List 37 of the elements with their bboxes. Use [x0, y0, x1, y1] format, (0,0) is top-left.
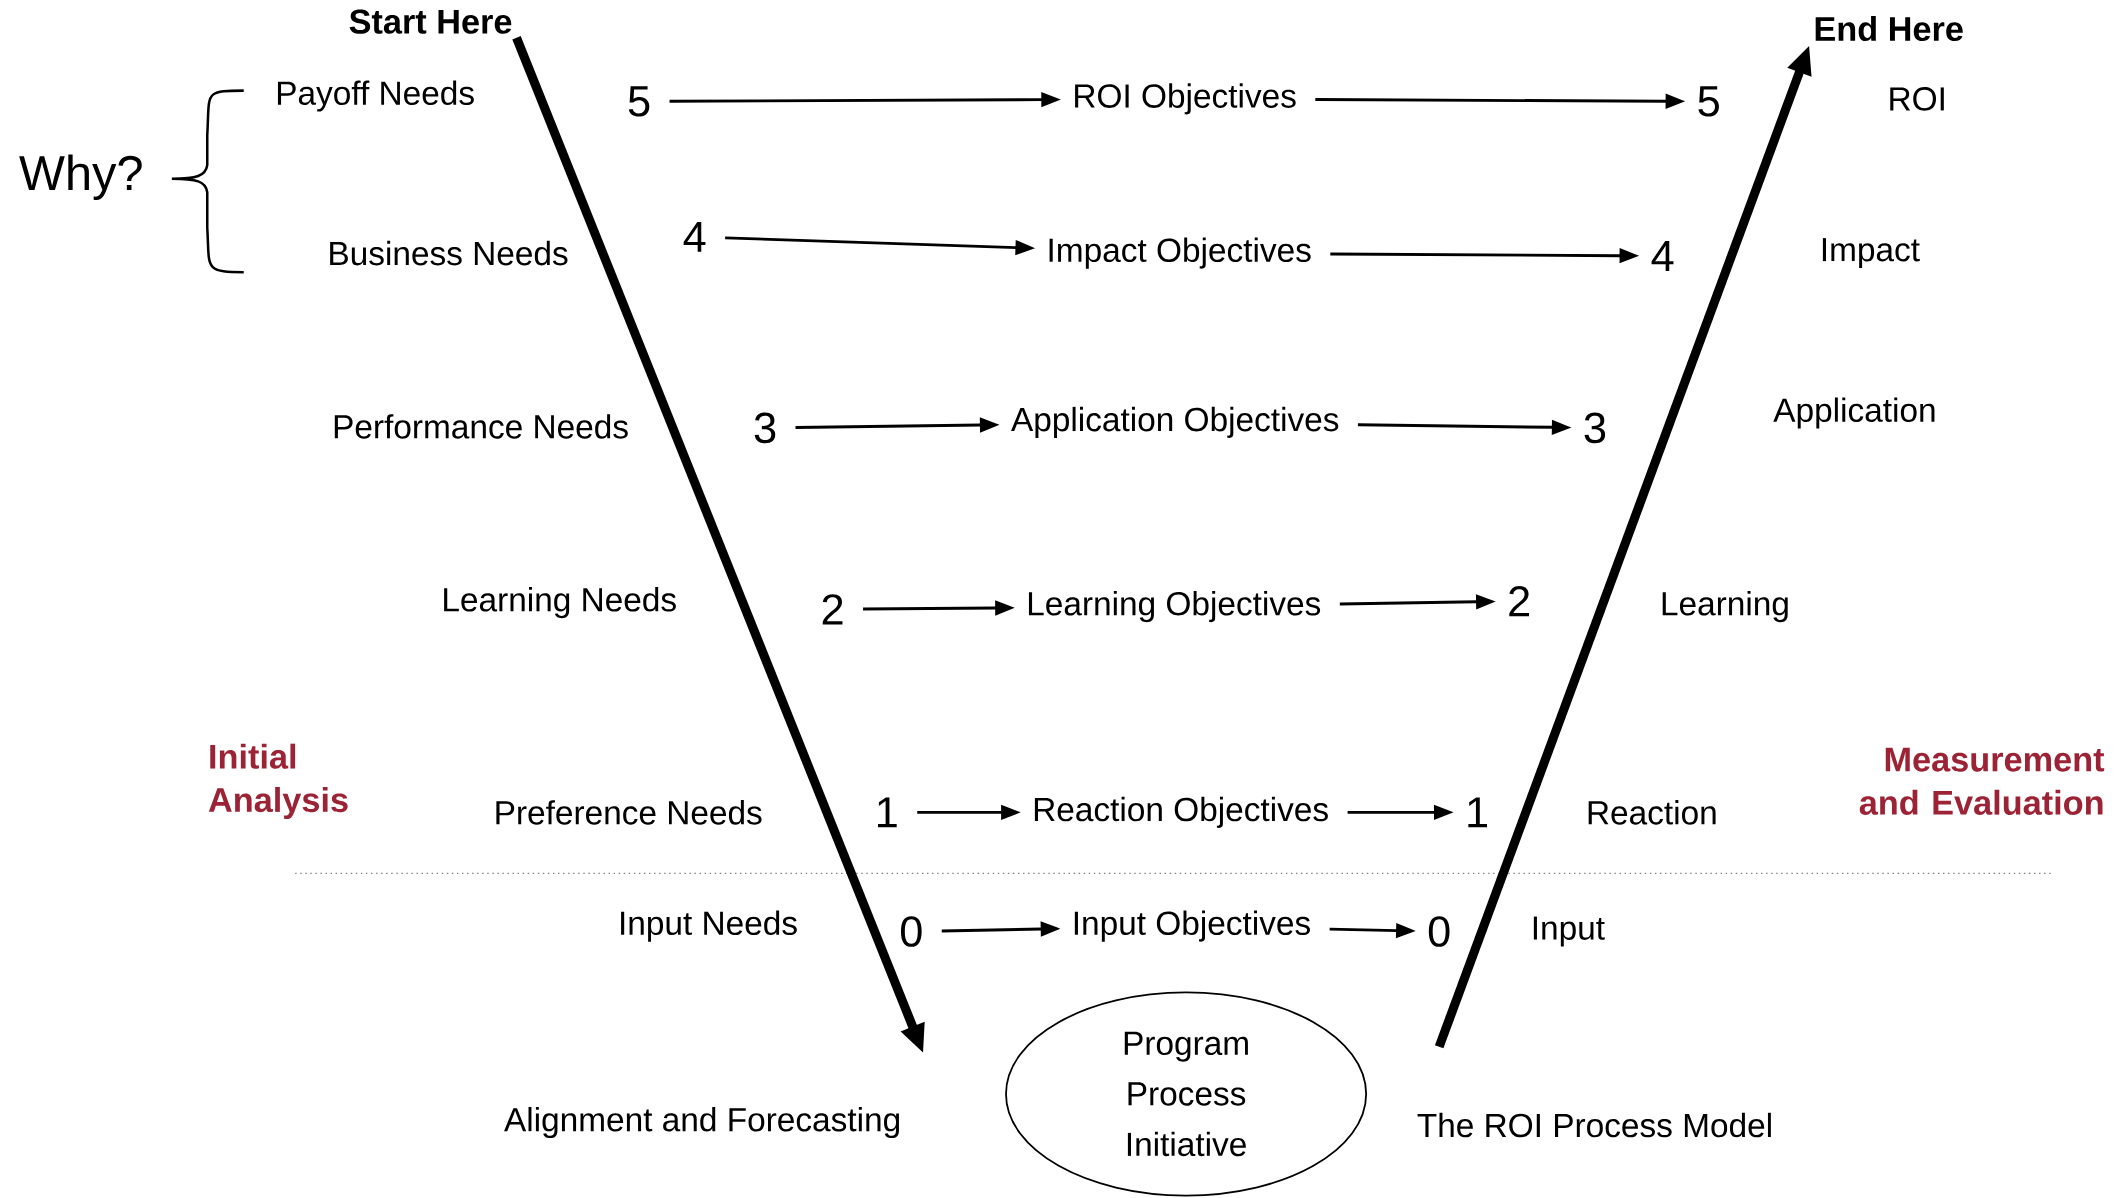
- number-label: 2: [1509, 585, 1529, 617]
- question-label: Why?: [19, 154, 142, 200]
- level-label: Alignment and Forecasting: [504, 1106, 900, 1138]
- level-label: Performance Needs: [334, 414, 628, 439]
- number-label: 1: [1468, 797, 1487, 828]
- start-label: Start Here: [349, 9, 512, 34]
- level-label: The ROI Process Model: [1417, 1112, 1771, 1138]
- level-label: Learning Needs: [444, 586, 676, 618]
- level-label: Reaction: [1588, 799, 1716, 825]
- level-label: Payoff Needs: [277, 80, 474, 112]
- objective-text: Reaction Objectives: [1034, 796, 1328, 828]
- objective-text: ROI Objectives: [1075, 83, 1296, 115]
- number-label: 1: [878, 797, 897, 828]
- objective-text: Application Objectives: [1011, 406, 1339, 438]
- level-label: ROI: [1890, 86, 1944, 111]
- number-label: 2: [822, 594, 843, 625]
- number-label: 0: [1428, 916, 1450, 947]
- objective-text: Learning Objectives: [1028, 590, 1321, 622]
- number-label: 5: [1698, 86, 1719, 117]
- phase-label: Measurement and Evaluation: [1859, 747, 2105, 815]
- number-label: 5: [628, 86, 650, 117]
- number-label: 3: [1584, 412, 1606, 444]
- level-label: Input Needs: [621, 910, 797, 942]
- start-label: End Here: [1815, 15, 1963, 41]
- level-label: Input: [1533, 916, 1605, 947]
- level-label: Impact: [1822, 238, 1920, 268]
- phase-label: Initial Analysis: [208, 743, 348, 819]
- level-label: Learning: [1662, 590, 1788, 622]
- number-label: 4: [1651, 240, 1674, 271]
- number-label: 4: [683, 221, 706, 252]
- number-label: 3: [754, 412, 776, 444]
- level-label: Business Needs: [330, 240, 568, 266]
- objective-text: Input Objectives: [1074, 910, 1310, 942]
- level-label: Preference Needs: [496, 799, 762, 825]
- objective-text: Impact Objectives: [1049, 237, 1311, 269]
- number-label: 0: [900, 916, 922, 947]
- level-label: Application: [1773, 397, 1935, 429]
